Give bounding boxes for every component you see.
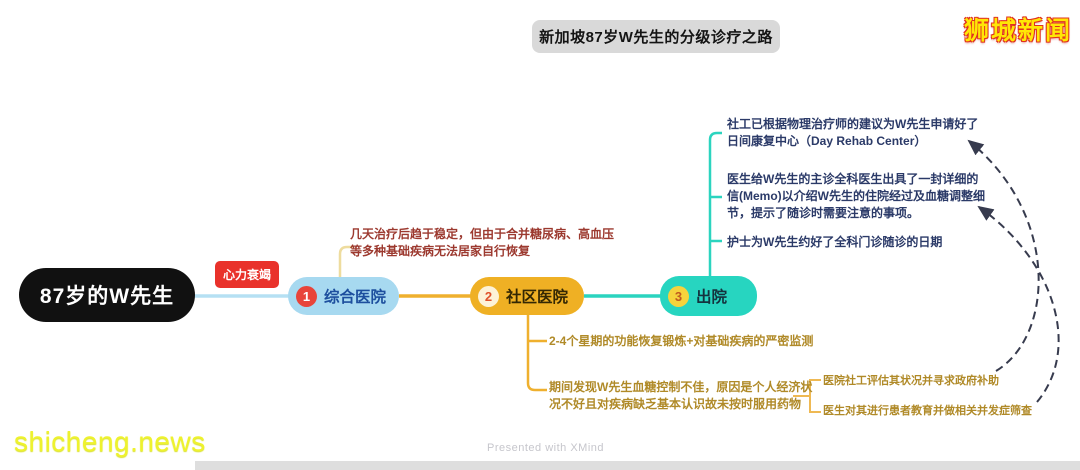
discharge-note-day-rehab: 社工已根据物理治疗师的建议为W先生申请好了日间康复中心（Day Rehab Ce… <box>727 117 979 149</box>
xmind-attribution: Presented with XMind <box>487 442 604 454</box>
edge-stage2-notes-main <box>526 314 547 392</box>
stage2-label: 社区医院 <box>506 289 569 306</box>
discharge-note-memo: 医生给W先生的主诊全科医生出具了一封详细的信(Memo)以介绍W先生的住院经过及… <box>727 172 985 221</box>
subnote-socialworker-subsidy: 医院社工评估其状况并寻求政府补助 <box>823 375 999 387</box>
discharge-note-followup: 护士为W先生约好了全科门诊随诊的日期 <box>727 235 943 249</box>
root-topic-node[interactable]: 87岁的W先生 <box>19 268 195 322</box>
community-note-glucose: 期间发现W先生血糖控制不佳，原因是个人经济状况不好且对疾病缺乏基本认识故未按时服… <box>549 380 813 412</box>
stage1-label: 综合医院 <box>324 289 387 306</box>
subnote-patient-education: 医生对其进行患者教育并做相关并发症筛查 <box>823 405 1032 417</box>
stage3-label: 出院 <box>696 289 728 306</box>
site-logo: 狮城新闻 <box>963 17 1072 45</box>
stage-node-discharge[interactable]: 3 出院 <box>660 276 757 316</box>
edge-label-heart-failure: 心力衰竭 <box>215 261 279 288</box>
stage1-number-badge: 1 <box>296 285 317 307</box>
edge-stage3-notes-main <box>708 131 722 277</box>
stage-node-community-hospital[interactable]: 2 社区医院 <box>470 277 584 315</box>
page-title: 新加坡87岁W先生的分级诊疗之路 <box>532 20 780 53</box>
stage-node-general-hospital[interactable]: 1 综合医院 <box>288 277 399 315</box>
dashed-arrow-doctor <box>977 205 1060 403</box>
bottom-strip <box>195 461 1080 470</box>
edge-stage1-note <box>338 245 354 278</box>
stage3-number-badge: 3 <box>668 285 689 307</box>
community-note-rehab: 2-4个星期的功能恢复锻炼+对基础疾病的严密监测 <box>549 334 814 348</box>
hospital-note: 几天治疗后趋于稳定，但由于合并糖尿病、高血压等多种基础疾病无法居家自行恢复 <box>350 227 615 259</box>
watermark-text: shicheng.news <box>14 426 206 457</box>
dashed-arrow-socialworker <box>967 139 1040 372</box>
stage2-number-badge: 2 <box>478 285 499 307</box>
